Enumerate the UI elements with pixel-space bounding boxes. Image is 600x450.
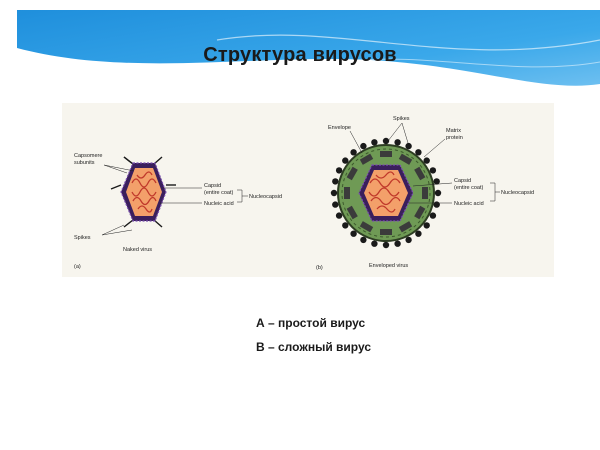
- label-nucleocapsid-a: Nucleocapsid: [249, 194, 282, 200]
- envelope-spike: [342, 222, 349, 229]
- label-spikes-a: Spikes: [74, 235, 91, 241]
- naked-virus: Capsomere subunits Capsid (entire coat) …: [74, 153, 282, 270]
- naked-virus-spikes: [110, 156, 176, 228]
- matrix-protein-segment: [398, 153, 413, 165]
- envelope-spike: [394, 240, 401, 247]
- envelope-spike: [433, 178, 440, 185]
- matrix-protein-segment: [346, 166, 358, 181]
- envelope-spike: [330, 189, 338, 197]
- panel-letter-b: (b): [316, 265, 323, 271]
- label-capsid-coat-b: (entire coat): [454, 185, 484, 191]
- envelope-spike: [360, 142, 367, 150]
- slide-title: Структура вирусов: [203, 44, 397, 66]
- envelope-spike: [415, 149, 422, 156]
- panel-letter-a: (a): [74, 264, 81, 270]
- envelope-spike: [405, 142, 412, 150]
- label-capsid-b: Capsid: [454, 178, 471, 184]
- label-protein: protein: [446, 135, 463, 141]
- label-nucleocapsid-b: Nucleocapsid: [501, 190, 534, 196]
- envelope-spike: [423, 222, 430, 229]
- envelope-spike: [335, 167, 343, 174]
- label-nucleic-acid-b: Nucleic acid: [454, 201, 484, 207]
- matrix-protein-segment: [380, 151, 392, 157]
- envelope-spike: [371, 139, 378, 146]
- envelope-spike: [394, 139, 401, 146]
- label-envelope: Envelope: [328, 125, 351, 131]
- legend: А – простой вирус В – сложный вирус: [256, 315, 371, 363]
- matrix-protein-segment: [359, 153, 374, 165]
- virus-diagram: Capsomere subunits Capsid (entire coat) …: [62, 103, 554, 277]
- matrix-protein-segment: [346, 205, 358, 220]
- label-nucleic-acid-a: Nucleic acid: [204, 201, 234, 207]
- envelope-spike: [342, 157, 349, 164]
- envelope-spike: [371, 240, 378, 247]
- caption-enveloped-virus: Enveloped virus: [369, 263, 408, 269]
- envelope-spike: [350, 230, 357, 237]
- envelope-spike: [335, 212, 343, 219]
- matrix-protein-segment: [380, 229, 392, 235]
- label-capsomere: Capsomere: [74, 153, 102, 159]
- label-capsid-coat-a: (entire coat): [204, 190, 234, 196]
- caption-naked-virus: Naked virus: [123, 247, 152, 253]
- naked-nucleic-acid: [131, 171, 157, 213]
- legend-complex-virus: В – сложный вирус: [256, 340, 372, 354]
- enveloped-core: [364, 170, 408, 216]
- header-wave-band: [17, 10, 600, 102]
- envelope-spike: [382, 241, 390, 249]
- matrix-protein-segment: [344, 187, 350, 199]
- envelope-spike: [350, 149, 357, 156]
- matrix-protein: [344, 151, 428, 235]
- envelope-spike: [429, 167, 437, 174]
- virus-figure: Capsomere subunits Capsid (entire coat) …: [62, 103, 554, 277]
- enveloped-virus: Envelope Spikes Matrix protein Capsid (e…: [316, 116, 534, 271]
- matrix-protein-segment: [422, 187, 428, 199]
- envelope-spike: [429, 212, 437, 219]
- envelope-spike: [332, 201, 339, 208]
- naked-core: [126, 168, 162, 216]
- envelope-spike: [360, 236, 367, 244]
- envelope-spike: [382, 137, 390, 145]
- envelope-spikes: [330, 137, 442, 249]
- legend-simple-virus: А – простой вирус: [256, 316, 366, 330]
- envelope-spike: [332, 178, 339, 185]
- label-spikes-b: Spikes: [393, 116, 410, 122]
- envelope-spike: [415, 230, 422, 237]
- label-matrix: Matrix: [446, 128, 461, 134]
- envelope-spike: [434, 189, 442, 197]
- matrix-protein-segment: [414, 166, 426, 181]
- label-subunits: subunits: [74, 160, 95, 166]
- envelope-spike: [405, 236, 412, 244]
- envelope-spike: [423, 157, 430, 164]
- enveloped-nucleic-acid: [368, 171, 401, 213]
- matrix-protein-segment: [398, 221, 413, 233]
- matrix-protein-segment: [359, 221, 374, 233]
- label-capsid-a: Capsid: [204, 183, 221, 189]
- matrix-protein-segment: [414, 205, 426, 220]
- envelope-spike: [433, 201, 440, 208]
